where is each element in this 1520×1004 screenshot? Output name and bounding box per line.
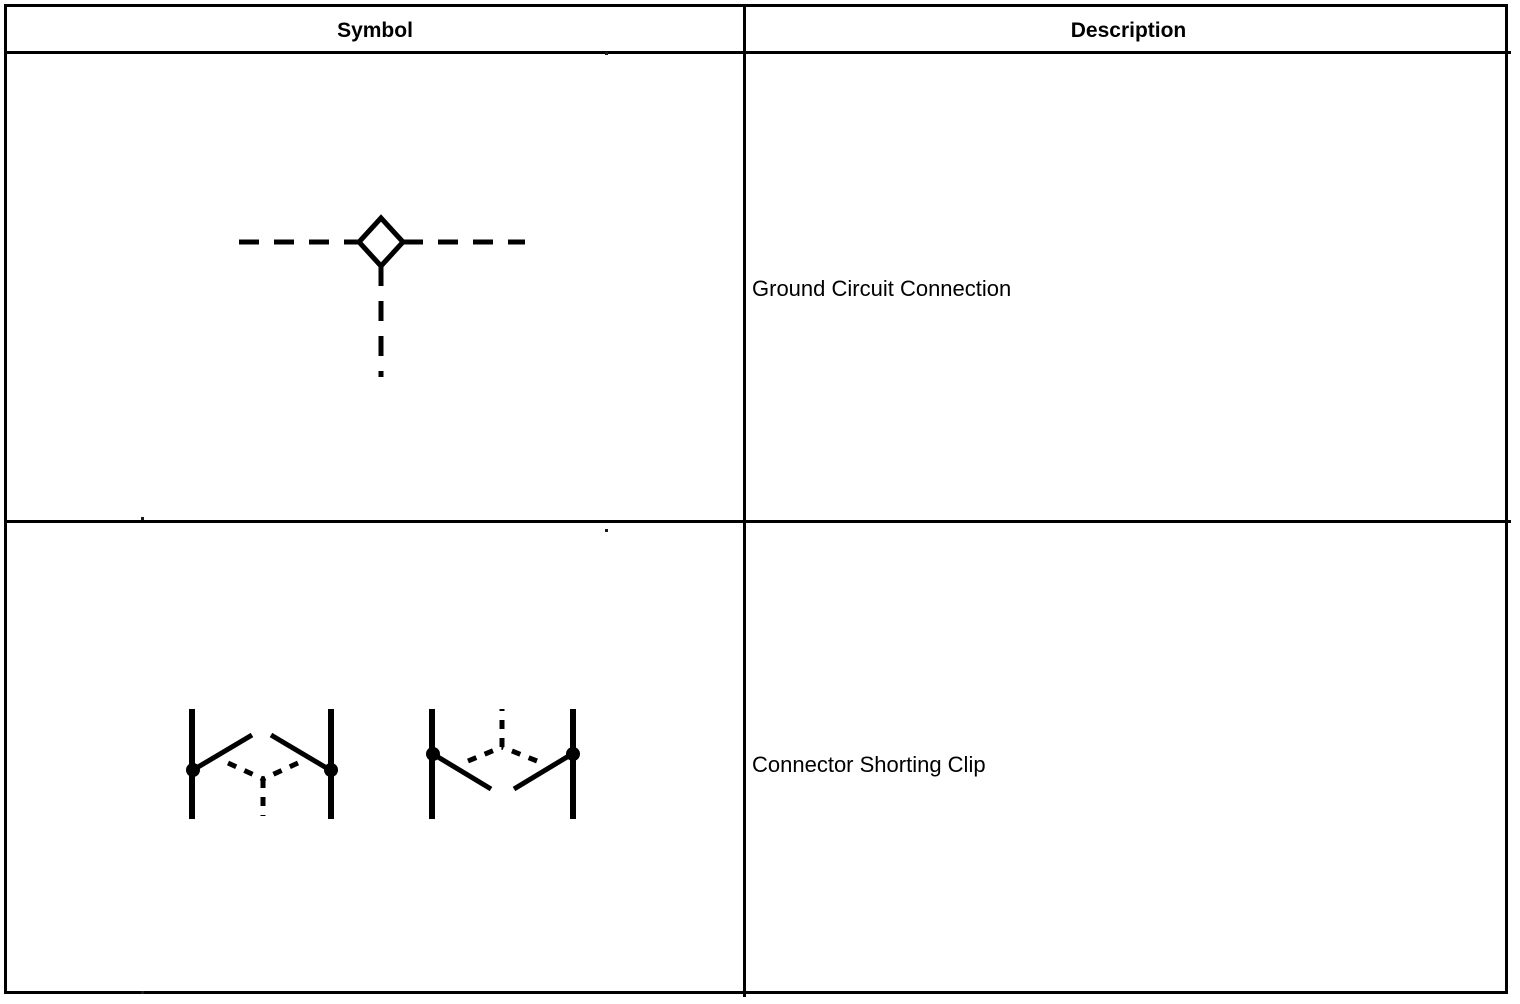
shorting-clip-right: [429, 709, 576, 819]
clip-left-arm-a: [191, 732, 254, 773]
clip-left-arm-b: [269, 732, 332, 773]
symbol-legend-table: Symbol Description Ground Circuit Connec…: [4, 4, 1511, 997]
clip-right-arm-a: [431, 751, 493, 792]
description-connector-shorting-clip: Connector Shorting Clip: [752, 752, 986, 777]
shorting-clip-left-terminals: [186, 763, 338, 777]
shorting-clip-right-terminals: [426, 747, 580, 761]
clip-left-dashed-a: [226, 760, 265, 782]
ground-diamond: [355, 214, 407, 270]
scan-speck: [605, 52, 608, 55]
column-divider: [743, 7, 746, 997]
column-header-description: Description: [1070, 19, 1187, 42]
clip-right-dashed-a: [467, 744, 503, 764]
clip-right-terminal-a: [426, 747, 440, 761]
clip-left-terminal-a: [186, 763, 200, 777]
clip-left-terminal-b: [324, 763, 338, 777]
column-header-symbol: Symbol: [337, 19, 413, 42]
row-divider: [7, 520, 1511, 523]
connector-shorting-clip-drawing: [186, 709, 580, 819]
shorting-clip-left: [189, 709, 334, 819]
clip-right-terminal-b: [566, 747, 580, 761]
description-ground-circuit-connection: Ground Circuit Connection: [752, 276, 1012, 301]
clip-left-dashed-b: [261, 760, 300, 782]
header-divider: [7, 51, 1511, 54]
ground-circuit-connection-symbol: [7, 51, 743, 520]
scan-speck: [141, 991, 144, 994]
scan-speck: [605, 529, 608, 532]
clip-right-dashed-b: [501, 744, 538, 764]
scan-speck: [141, 517, 144, 520]
clip-right-arm-b: [512, 751, 574, 792]
ground-circuit-connection-drawing: [239, 214, 525, 377]
connector-shorting-clip-symbol: [7, 523, 743, 994]
